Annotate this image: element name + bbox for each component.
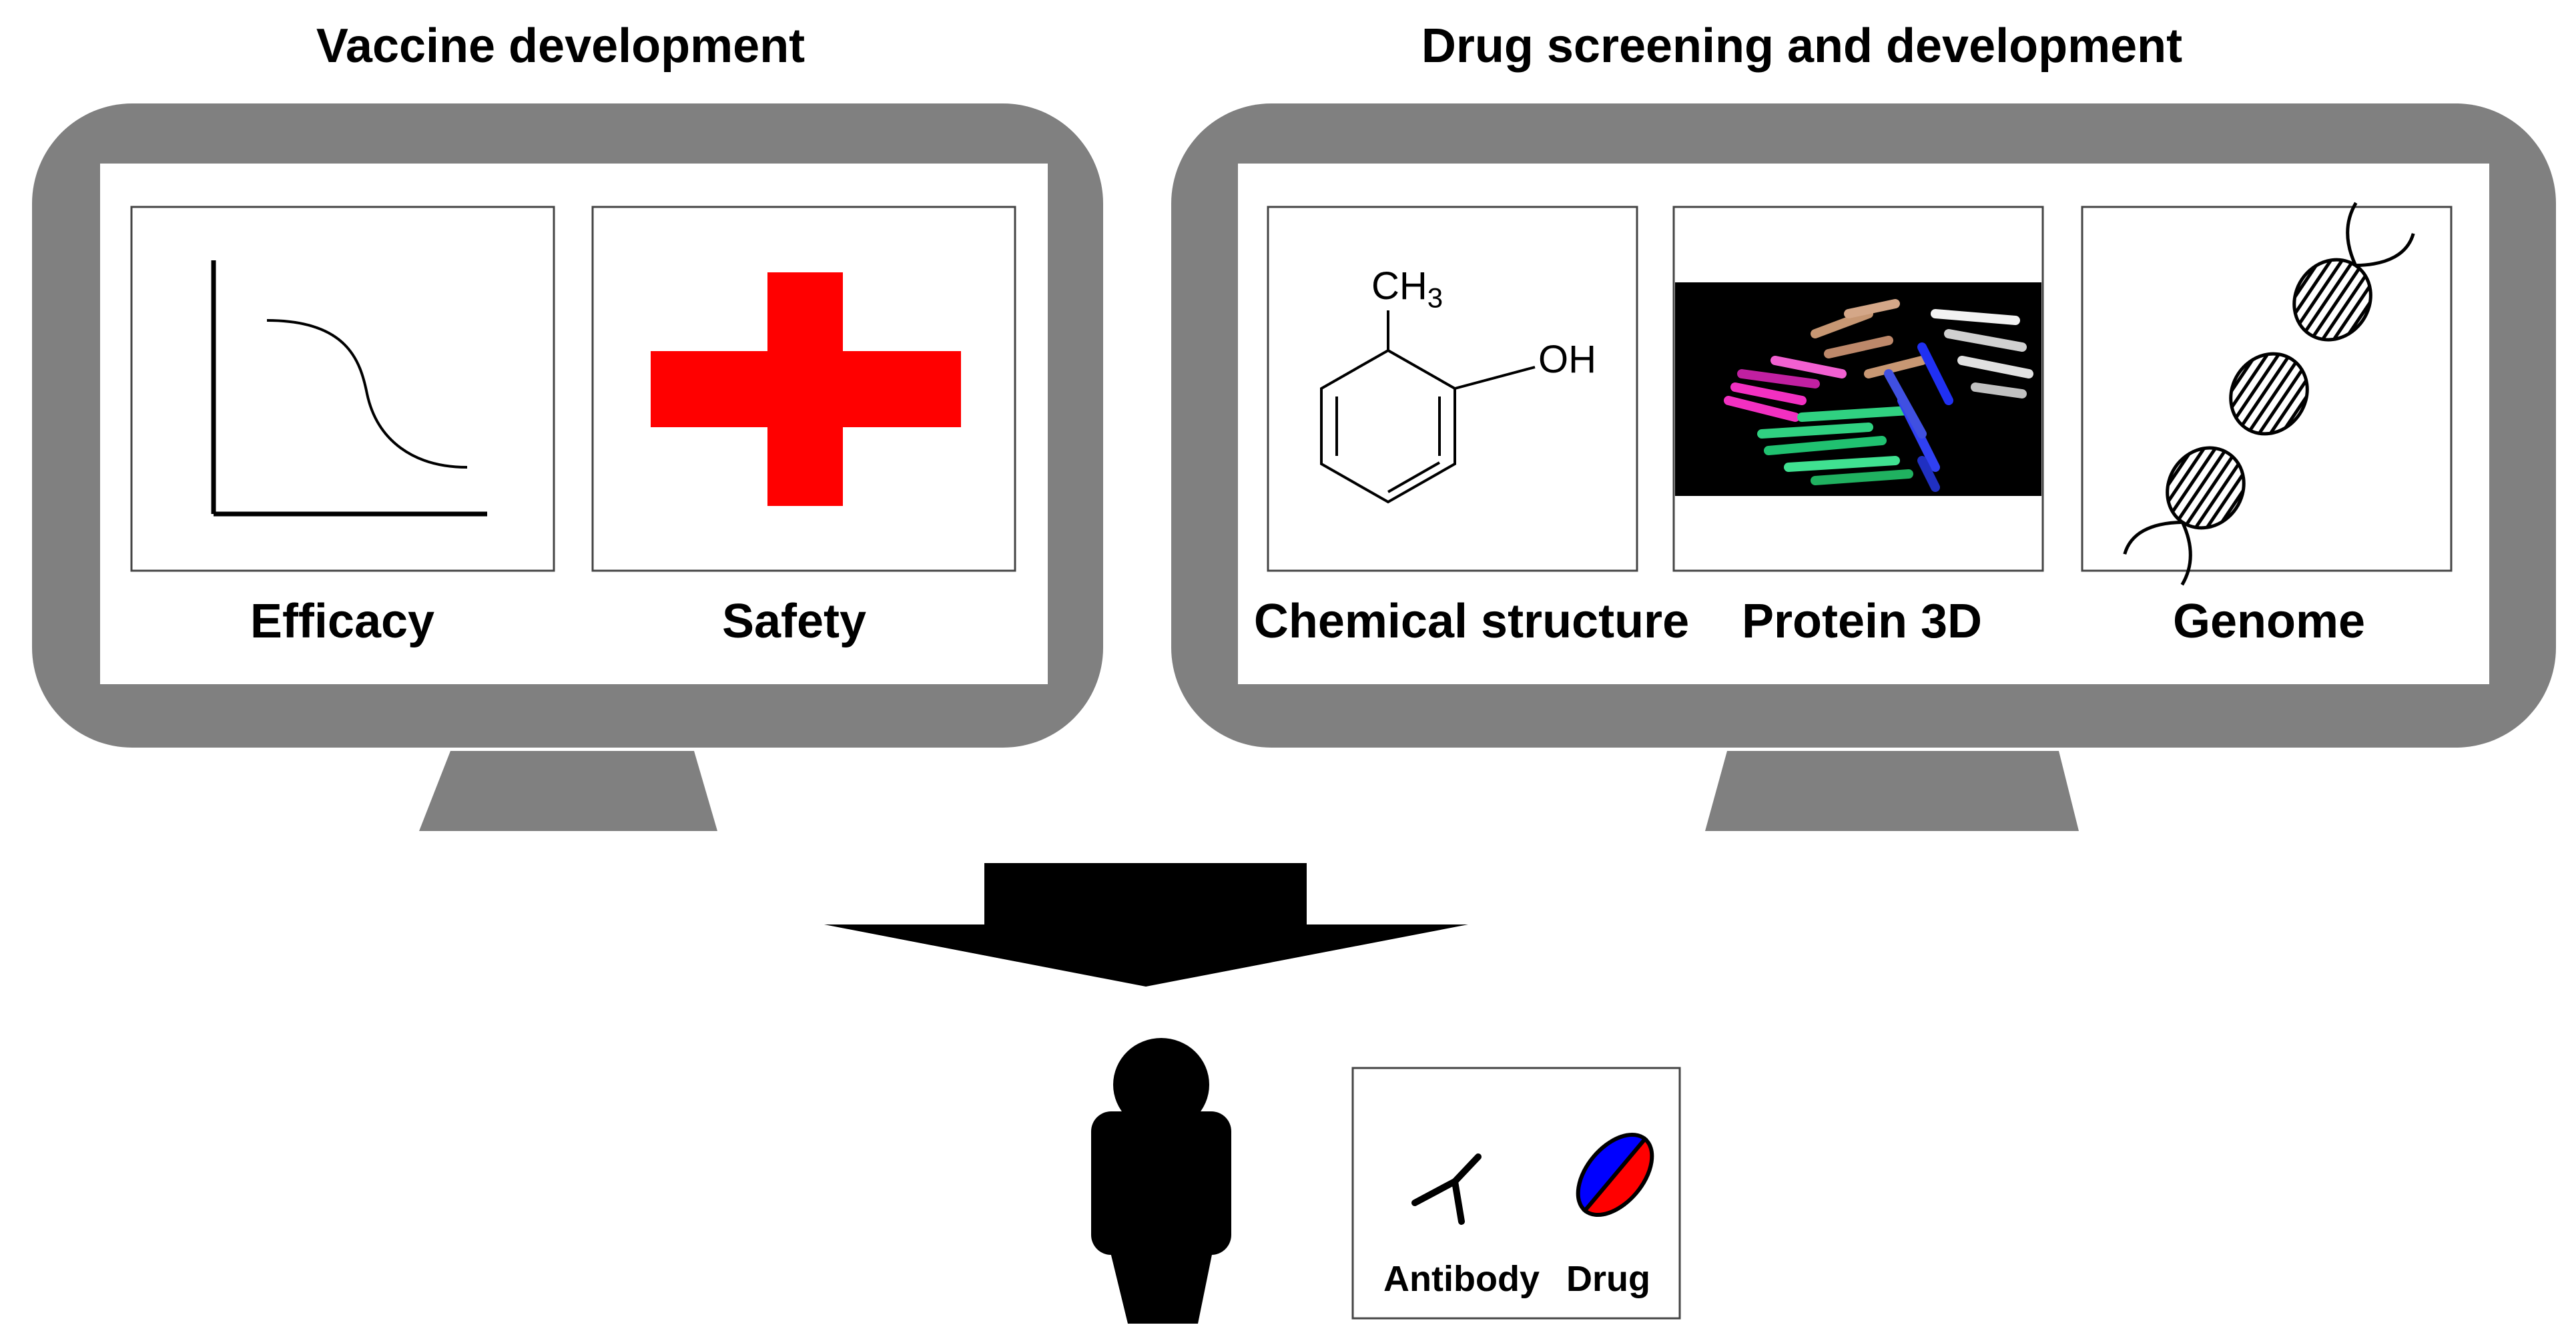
vaccine-monitor-stand	[419, 751, 717, 831]
dna-helix-icon	[2123, 202, 2415, 586]
genome-label: Genome	[2172, 595, 2366, 648]
protein-3d-panel	[1672, 206, 2044, 572]
protein-3d-label: Protein 3D	[1741, 595, 1983, 648]
chemical-structure-label: Chemical structure	[1253, 595, 1690, 648]
chemical-structure-icon	[1320, 310, 1536, 504]
efficacy-curve-icon	[211, 260, 487, 517]
chem-oh-label: OH	[1538, 338, 1596, 381]
down-arrow-icon	[824, 863, 1468, 987]
genome-panel	[2081, 202, 2453, 586]
drug-monitor-stand	[1705, 751, 2079, 831]
antibody-icon	[1411, 1153, 1482, 1225]
pill-icon	[1576, 1132, 1654, 1218]
antibody-label: Antibody	[1383, 1259, 1540, 1299]
safety-panel	[591, 206, 1016, 572]
drug-section-title: Drug screening and development	[1421, 19, 2183, 73]
vaccine-section-title: Vaccine development	[316, 19, 806, 73]
safety-label: Safety	[721, 595, 867, 648]
chem-ch-text: CH	[1371, 264, 1427, 308]
protein-3d-icon	[1675, 282, 2041, 496]
efficacy-panel	[130, 206, 555, 572]
red-cross-icon	[651, 272, 961, 506]
drug-label: Drug	[1566, 1259, 1650, 1299]
efficacy-label: Efficacy	[250, 595, 435, 648]
person-icon	[1091, 1038, 1231, 1324]
chem-sub-3: 3	[1427, 282, 1443, 314]
legend-box	[1351, 1067, 1681, 1320]
chem-ch3-label: CH3	[1371, 264, 1443, 314]
chemical-structure-panel	[1267, 206, 1638, 572]
